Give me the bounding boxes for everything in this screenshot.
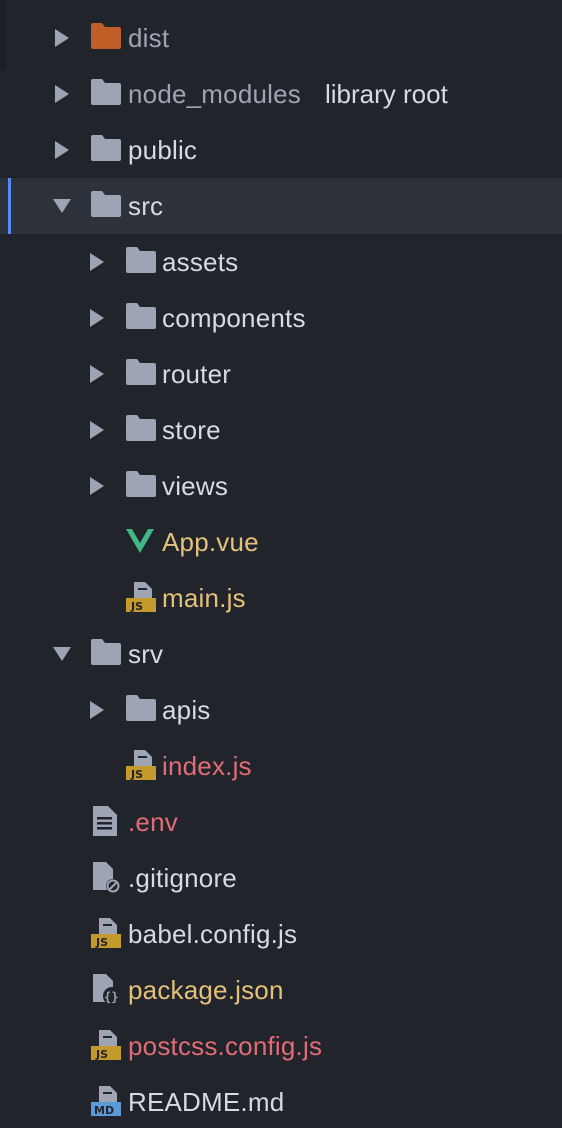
tree-item-label: package.json [128, 975, 284, 1005]
chevron-down-icon[interactable] [53, 199, 71, 213]
svg-text:JS: JS [130, 600, 143, 612]
tree-item-index-js[interactable]: JS index.js [0, 738, 562, 794]
svg-text:JS: JS [95, 1048, 108, 1060]
folder-icon [91, 639, 121, 665]
text-file-icon [93, 806, 117, 836]
chevron-right-icon[interactable] [90, 309, 104, 327]
tree-item-router[interactable]: router [0, 346, 562, 402]
tree-item-label: .env [128, 807, 178, 837]
tree-item-env[interactable]: .env [0, 794, 562, 850]
tree-item-dist[interactable]: dist [0, 10, 562, 66]
folder-icon [126, 695, 156, 721]
tree-item-label: assets [162, 247, 239, 277]
tree-item-label: src [128, 191, 164, 221]
tree-item-label: babel.config.js [128, 919, 298, 949]
tree-item-package-json[interactable]: {} package.json [0, 962, 562, 1018]
folder-icon [126, 303, 156, 329]
js-file-icon: JS [91, 1030, 121, 1060]
tree-item-label: main.js [162, 583, 246, 613]
chevron-right-icon[interactable] [90, 421, 104, 439]
tree-item-label: router [162, 359, 232, 389]
js-file-icon: JS [126, 750, 156, 780]
chevron-down-icon[interactable] [53, 647, 71, 661]
library-root-hint: library root [325, 79, 448, 109]
folder-icon [126, 359, 156, 385]
tree-item-readme-md[interactable]: MD README.md [0, 1074, 562, 1128]
selection-indicator [8, 178, 11, 234]
tree-item-postcss-config-js[interactable]: JS postcss.config.js [0, 1018, 562, 1074]
chevron-right-icon[interactable] [55, 29, 69, 47]
tree-item-main-js[interactable]: JS main.js [0, 570, 562, 626]
tree-item-label: node_modules [128, 79, 301, 109]
folder-icon [91, 23, 121, 49]
chevron-right-icon[interactable] [90, 253, 104, 271]
vue-file-icon [126, 529, 154, 553]
tree-item-label: postcss.config.js [128, 1031, 323, 1061]
svg-text:MD: MD [94, 1104, 114, 1116]
tree-item-label: components [162, 303, 306, 333]
tree-item-app-vue[interactable]: App.vue [0, 514, 562, 570]
chevron-right-icon[interactable] [55, 141, 69, 159]
svg-text:JS: JS [130, 768, 143, 780]
js-file-icon: JS [126, 582, 156, 612]
tree-item-label: views [162, 471, 229, 501]
tree-item-store[interactable]: store [0, 402, 562, 458]
folder-icon [126, 415, 156, 441]
tree-item-label: apis [162, 695, 211, 725]
tree-item-label: README.md [128, 1087, 285, 1117]
tree-item-assets[interactable]: assets [0, 234, 562, 290]
panel-edge [0, 0, 6, 70]
markdown-file-icon: MD [91, 1086, 121, 1116]
chevron-right-icon[interactable] [90, 365, 104, 383]
tree-item-label: public [128, 135, 198, 165]
tree-item-label: srv [128, 639, 164, 669]
json-file-icon: {} [93, 974, 121, 1005]
tree-item-components[interactable]: components [0, 290, 562, 346]
js-file-icon: JS [91, 918, 121, 948]
tree-item-src[interactable]: src [0, 178, 562, 234]
svg-text:JS: JS [95, 936, 108, 948]
tree-item-label: App.vue [162, 527, 259, 557]
tree-item-apis[interactable]: apis [0, 682, 562, 738]
ignore-file-icon [93, 862, 120, 893]
tree-item-babel-config-js[interactable]: JS babel.config.js [0, 906, 562, 962]
folder-icon [126, 471, 156, 497]
tree-item-node-modules[interactable]: node_modules library root [0, 66, 562, 122]
tree-item-srv[interactable]: srv [0, 626, 562, 682]
folder-icon [91, 79, 121, 105]
chevron-right-icon[interactable] [55, 85, 69, 103]
chevron-right-icon[interactable] [90, 477, 104, 495]
tree-item-public[interactable]: public [0, 122, 562, 178]
svg-text:{}: {} [104, 990, 118, 1004]
folder-icon [91, 191, 121, 217]
tree-item-views[interactable]: views [0, 458, 562, 514]
chevron-right-icon[interactable] [90, 701, 104, 719]
folder-icon [126, 247, 156, 273]
folder-icon [91, 135, 121, 161]
tree-item-label: dist [128, 23, 170, 53]
tree-item-label: store [162, 415, 221, 445]
tree-item-gitignore[interactable]: .gitignore [0, 850, 562, 906]
tree-item-label: index.js [162, 751, 252, 781]
tree-item-label: .gitignore [128, 863, 237, 893]
